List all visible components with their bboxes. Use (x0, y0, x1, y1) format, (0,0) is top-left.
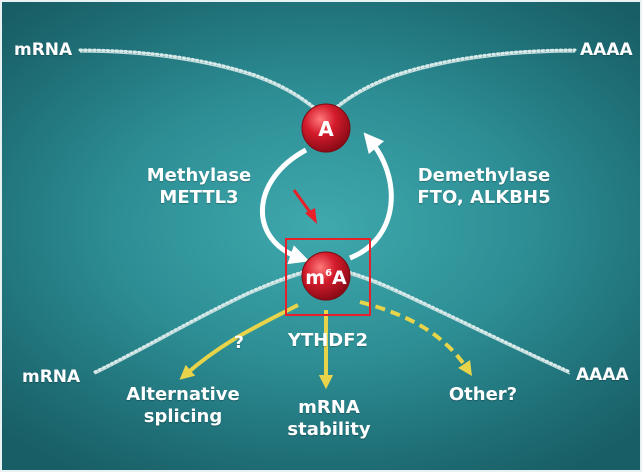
mrna-top-left-label: mRNA (14, 40, 73, 60)
bottom-left-mrna-backbone (94, 269, 319, 375)
a-node-label: A (318, 117, 334, 141)
other-arrow (359, 300, 472, 377)
aaaa-bottom-right-label: AAAA (576, 365, 629, 385)
m6a-node-label: m6A (305, 267, 347, 289)
reader-label: YTHDF2 (287, 330, 369, 351)
top-right-mrna-backbone (329, 51, 576, 115)
bottom-left-mrna-strand (93, 266, 320, 374)
top-right-mrna-strand (328, 48, 577, 114)
pointer-arrow (292, 189, 317, 224)
other-label: Other? (448, 384, 518, 405)
alternative-splicing-label: Alternative splicing (126, 384, 240, 427)
demethylase-label: Demethylase FTO, ALKBH5 (417, 165, 551, 208)
top-left-mrna-backbone (79, 51, 321, 115)
mrna-stability-label: mRNA stability (287, 397, 371, 440)
adenosine-node: A (301, 103, 351, 153)
mrna-bottom-left-label: mRNA (22, 367, 81, 387)
demethylase-arrow (349, 132, 394, 261)
methylase-label: Methylase METTL3 (146, 165, 252, 208)
m6a-node: m6A (301, 251, 351, 301)
methylase-arrow (260, 147, 310, 265)
question-mark-label: ? (234, 333, 244, 353)
bottom-right-mrna-strand (330, 266, 572, 374)
aaaa-top-right-label: AAAA (580, 40, 633, 60)
highlight-box (285, 238, 371, 316)
bottom-right-mrna-backbone (331, 269, 571, 375)
top-left-mrna-strand (78, 48, 322, 114)
